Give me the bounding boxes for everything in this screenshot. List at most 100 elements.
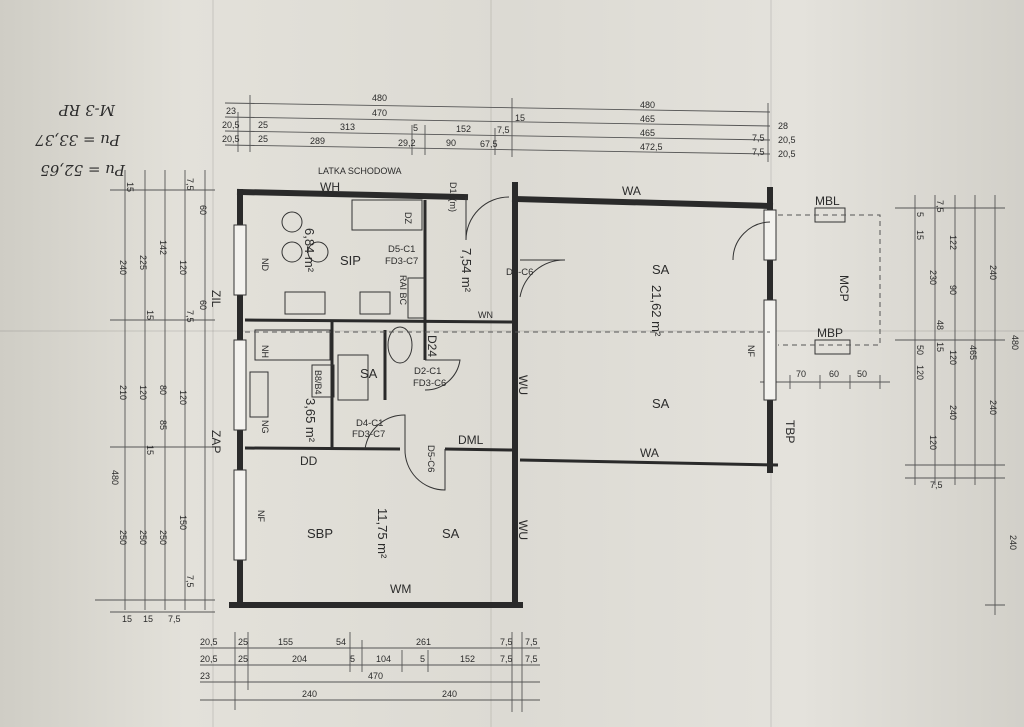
dim-left-480: 480 <box>110 470 120 485</box>
toilet <box>387 326 413 364</box>
dim-right-480: 480 <box>1010 335 1020 350</box>
dim-top-152: 152 <box>456 124 471 134</box>
door-code-d5a: D5-C1 <box>388 244 415 255</box>
dim-left-150: 150 <box>178 515 188 530</box>
label-d24: D24 <box>425 335 439 357</box>
windows <box>233 209 777 561</box>
label-d10: D10(m) <box>448 182 458 212</box>
label-nh: NH <box>260 345 270 358</box>
dim-right-120c: 120 <box>915 365 925 380</box>
room-sip-code: SIP <box>340 253 361 268</box>
fixtures <box>245 199 881 418</box>
dim-right-120b: 120 <box>928 435 938 450</box>
dim-bot-23: 23 <box>200 671 210 681</box>
dim-top-470: 470 <box>372 108 387 118</box>
dim-top-472-5: 472,5 <box>640 142 663 152</box>
dim-top-313: 313 <box>340 122 355 132</box>
window-left-top <box>233 224 247 296</box>
label-bb: B8/B4 <box>313 370 323 395</box>
dim-top-29-2: 29,2 <box>398 138 416 148</box>
dim-top-20-5d: 20,5 <box>778 149 796 159</box>
window-left-mid <box>233 339 247 431</box>
dim-top-465: 465 <box>640 114 655 124</box>
dim-left-85: 85 <box>158 420 168 430</box>
label-ng: NG <box>260 420 270 434</box>
hob-burner <box>281 241 303 263</box>
dim-top-28: 28 <box>778 121 788 131</box>
dim-top-25: 25 <box>258 120 268 130</box>
door-code-d2: D2-C1 <box>414 366 441 377</box>
label-wh: WH <box>320 180 340 194</box>
dim-left-15: 15 <box>125 182 135 192</box>
room-sa-code: SA <box>652 262 670 277</box>
label-tbp: TBP <box>783 420 797 443</box>
wardrobe <box>249 371 269 418</box>
dim-right-120: 120 <box>948 350 958 365</box>
door-code-d4: D4-C1 <box>356 418 383 429</box>
dim-bot-25b: 25 <box>238 654 248 664</box>
dim-left-7-5: 7,5 <box>185 178 195 191</box>
dim-right-15: 15 <box>915 230 925 240</box>
dim-left-7-5b: 7,5 <box>185 310 195 323</box>
dim-left-250b: 250 <box>138 530 148 545</box>
dim-right-7-5b: 7,5 <box>930 480 943 490</box>
dim-bot-5b: 5 <box>420 654 425 664</box>
dim-left-15d: 15 <box>122 614 132 624</box>
label-dz: DZ <box>403 212 413 224</box>
door-bedroom <box>404 448 446 491</box>
dim-right-240b: 240 <box>988 400 998 415</box>
label-nd: ND <box>260 258 270 271</box>
dim-right-122: 122 <box>948 235 958 250</box>
dim-right-90: 90 <box>948 285 958 295</box>
dim-right-5: 5 <box>915 212 925 217</box>
label-zap: ZAP <box>209 430 223 453</box>
dim-right-465: 465 <box>968 345 978 360</box>
dim-bot-470: 470 <box>368 671 383 681</box>
dim-right-7-5: 7,5 <box>935 200 945 213</box>
label-sa-4: SA <box>360 366 378 381</box>
label-rai: RAI BC <box>398 275 408 306</box>
label-mcp: MCP <box>837 275 851 302</box>
dim-top-20-5b: 20,5 <box>778 135 796 145</box>
dim-top-480-right: 480 <box>640 100 655 110</box>
dim-right-240d: 240 <box>948 405 958 420</box>
dim-top-20-5c: 20,5 <box>222 134 240 144</box>
dim-right-230: 230 <box>928 270 938 285</box>
sink <box>359 291 391 315</box>
window-right-top <box>763 209 777 261</box>
hob-burner <box>307 241 329 263</box>
label-nf-left: NF <box>256 510 266 522</box>
dim-bot-7-5d: 7,5 <box>525 654 538 664</box>
dim-bot-7-5b: 7,5 <box>525 637 538 647</box>
top-dimensions: 480 480 23 470 15 465 28 20,5 25 313 5 1… <box>222 93 796 162</box>
door-code-fd3b: FD3-C6 <box>413 378 446 389</box>
label-mbl: MBL <box>815 194 840 208</box>
dim-top-289: 289 <box>310 136 325 146</box>
dim-top-480-left: 480 <box>372 93 387 103</box>
label-wm: WM <box>390 582 411 596</box>
kitchen-counter <box>351 199 423 231</box>
dim-left-250c: 250 <box>158 530 168 545</box>
kitchen-unit <box>284 291 326 315</box>
dim-left-225: 225 <box>138 255 148 270</box>
label-wu-2: WU <box>516 520 530 540</box>
label-sa-3: SA <box>442 526 460 541</box>
dim-left-15b: 15 <box>145 310 155 320</box>
shower-tray <box>337 354 369 401</box>
dim-top-90: 90 <box>446 138 456 148</box>
dim-left-15e: 15 <box>143 614 153 624</box>
doors <box>364 196 771 491</box>
door-bathroom <box>424 359 461 391</box>
dim-bot-7-5c: 7,5 <box>500 654 513 664</box>
label-sa-2: SA <box>652 396 670 411</box>
dim-left-80: 80 <box>158 385 168 395</box>
handwritten-notes: M-3 RP Pu = 33,37 Pu = 52,65 <box>35 101 126 179</box>
bottom-dimensions: 20,5 25 155 54 261 7,5 7,5 20,5 25 204 5… <box>200 632 540 712</box>
hob-burner <box>281 211 303 233</box>
paper-fold <box>212 0 214 727</box>
balcony-box-top <box>814 207 846 223</box>
dim-left-120c: 120 <box>178 390 188 405</box>
bathtub <box>254 329 331 361</box>
dim-left-60b: 60 <box>198 300 208 310</box>
door-code-fd3c: FD3-C7 <box>352 429 385 440</box>
